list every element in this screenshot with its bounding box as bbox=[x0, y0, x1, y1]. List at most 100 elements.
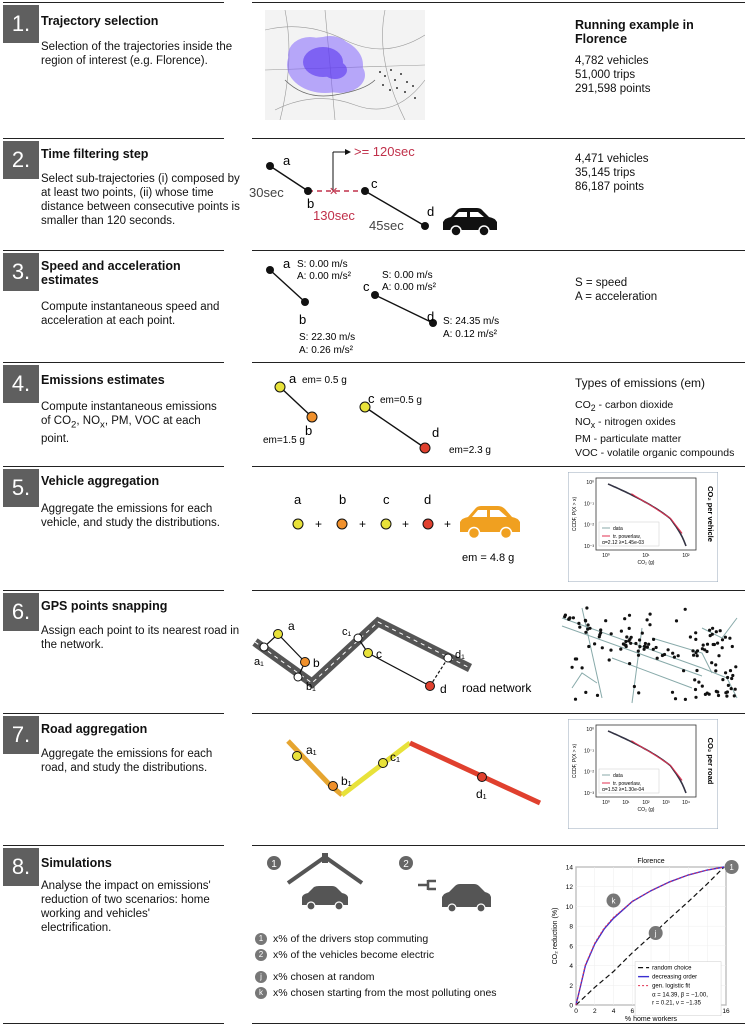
step-number: 3. bbox=[3, 253, 39, 291]
time-ab: 30sec bbox=[249, 185, 284, 200]
svg-text:c: c bbox=[383, 492, 390, 507]
svg-text:em=1.5 g: em=1.5 g bbox=[263, 435, 305, 446]
legend-data: data bbox=[613, 773, 623, 779]
gps-point bbox=[728, 636, 732, 640]
svg-text:b: b bbox=[305, 423, 312, 438]
legend-fit-params: α=2.12 λ=1.45e-03 bbox=[602, 540, 644, 546]
gps-snapping-diagram: ab cd a₁ b₁ c₁ d₁ road network bbox=[252, 616, 532, 696]
svg-text:A: 0.12 m/s²: A: 0.12 m/s² bbox=[443, 329, 498, 340]
gps-point bbox=[571, 616, 575, 620]
gps-point bbox=[720, 638, 725, 642]
legend-label: gen. logistic fit bbox=[652, 984, 690, 990]
gps-point bbox=[600, 646, 604, 650]
point-label-b: b bbox=[307, 196, 314, 211]
divider bbox=[252, 590, 745, 591]
step-title: GPS points snapping bbox=[41, 599, 168, 613]
step-description: Assign each point to its nearest road in… bbox=[41, 625, 240, 651]
step-description: Compute instantaneous emissions of CO2, … bbox=[41, 401, 217, 446]
gps-point bbox=[672, 655, 676, 659]
gps-point bbox=[694, 695, 698, 699]
legend-data: data bbox=[613, 526, 623, 532]
gps-point bbox=[726, 683, 730, 687]
step-title: Simulations bbox=[41, 856, 112, 870]
gps-point bbox=[708, 628, 712, 632]
gps-point bbox=[734, 665, 738, 669]
gps-point bbox=[587, 644, 591, 649]
road-aggregation-diagram: a₁ b₁ c₁ d₁ bbox=[286, 739, 542, 806]
gps-point bbox=[710, 661, 714, 665]
y-tick-label: 10⁻¹ bbox=[584, 501, 594, 507]
divider bbox=[252, 845, 745, 846]
svg-text:+: + bbox=[315, 517, 322, 531]
series-line bbox=[575, 866, 725, 1006]
step-number: 5. bbox=[3, 469, 39, 507]
step-description: Analyse the impact on emissions' reducti… bbox=[41, 880, 211, 934]
step-title: Trajectory selection bbox=[41, 14, 159, 28]
gps-point bbox=[703, 692, 707, 696]
gps-point bbox=[691, 649, 695, 653]
gps-point bbox=[673, 697, 678, 701]
side-label: CO₂ per road bbox=[706, 738, 715, 785]
svg-text:2: 2 bbox=[403, 859, 409, 870]
gps-point bbox=[619, 647, 623, 651]
gps-point bbox=[692, 653, 696, 657]
gps-point bbox=[725, 694, 729, 698]
svg-text:c: c bbox=[376, 647, 382, 661]
gps-point bbox=[716, 693, 721, 698]
speed-diagram: a b c d S: 0.00 m/s A: 0.00 m/s² S: 22.3… bbox=[266, 256, 499, 356]
time-cd: 45sec bbox=[369, 218, 404, 233]
right-panel: Types of emissions (em) CO2 - carbon dio… bbox=[575, 376, 735, 460]
divider bbox=[252, 250, 745, 251]
step-title: Time filtering step bbox=[41, 147, 149, 161]
gps-point bbox=[693, 687, 698, 692]
legend-text: x% of the drivers stop commuting bbox=[273, 933, 429, 945]
gps-point bbox=[623, 617, 627, 621]
point-label-a: a bbox=[283, 153, 291, 168]
gps-point bbox=[578, 625, 582, 629]
gps-point bbox=[638, 638, 642, 642]
svg-text:a: a bbox=[283, 256, 291, 271]
plot-area bbox=[595, 477, 697, 551]
stat-line: 291,598 points bbox=[575, 83, 651, 95]
gps-point bbox=[705, 642, 710, 646]
step-title: Emissions estimates bbox=[41, 373, 165, 387]
gps-point bbox=[716, 641, 720, 645]
gps-point bbox=[638, 645, 642, 649]
gps-point bbox=[711, 642, 715, 647]
x-tick-label: 6 bbox=[630, 1008, 634, 1015]
gps-point bbox=[599, 628, 603, 632]
svg-text:+: + bbox=[359, 517, 366, 531]
marker-label: j bbox=[654, 929, 657, 938]
y-tick-label: 10⁰ bbox=[586, 727, 594, 733]
right-panel: Running example in Florence 4,782 vehicl… bbox=[575, 18, 725, 96]
step-description: Selection of the trajectories inside the… bbox=[41, 41, 233, 67]
gps-point bbox=[688, 635, 692, 639]
legend-fit-params: α=1.52 λ=1.30e-04 bbox=[602, 787, 644, 793]
legend bbox=[598, 768, 660, 794]
x-tick-label: 10¹ bbox=[642, 553, 650, 559]
legend-label: decreasing order bbox=[652, 975, 697, 981]
gps-point bbox=[730, 676, 734, 681]
legend-badge: 2 bbox=[255, 949, 267, 962]
gps-point bbox=[609, 648, 613, 652]
florence-trajectory-map bbox=[265, 10, 425, 120]
gps-point bbox=[670, 690, 675, 694]
gps-point bbox=[645, 618, 649, 622]
gps-point bbox=[575, 657, 579, 661]
step-title: Speed and acceleration estimates bbox=[41, 259, 181, 287]
step-number: 1. bbox=[3, 5, 39, 43]
step-description: Aggregate the emissions for each road, a… bbox=[41, 748, 213, 774]
gps-point bbox=[683, 607, 687, 611]
legend-params: r = 0.21, ν = −1.35 bbox=[652, 1001, 702, 1007]
step-number: 8. bbox=[3, 848, 39, 886]
x-axis-label: CO₂ (g) bbox=[638, 560, 655, 566]
marker-label: 1 bbox=[729, 863, 734, 872]
emission-type: NOx - nitrogen oxides bbox=[575, 416, 676, 431]
gps-point bbox=[654, 645, 658, 650]
gps-point bbox=[705, 649, 709, 654]
gps-point bbox=[584, 630, 588, 634]
step-description: Aggregate the emissions for each vehicle… bbox=[41, 503, 220, 529]
gps-point bbox=[628, 662, 632, 666]
